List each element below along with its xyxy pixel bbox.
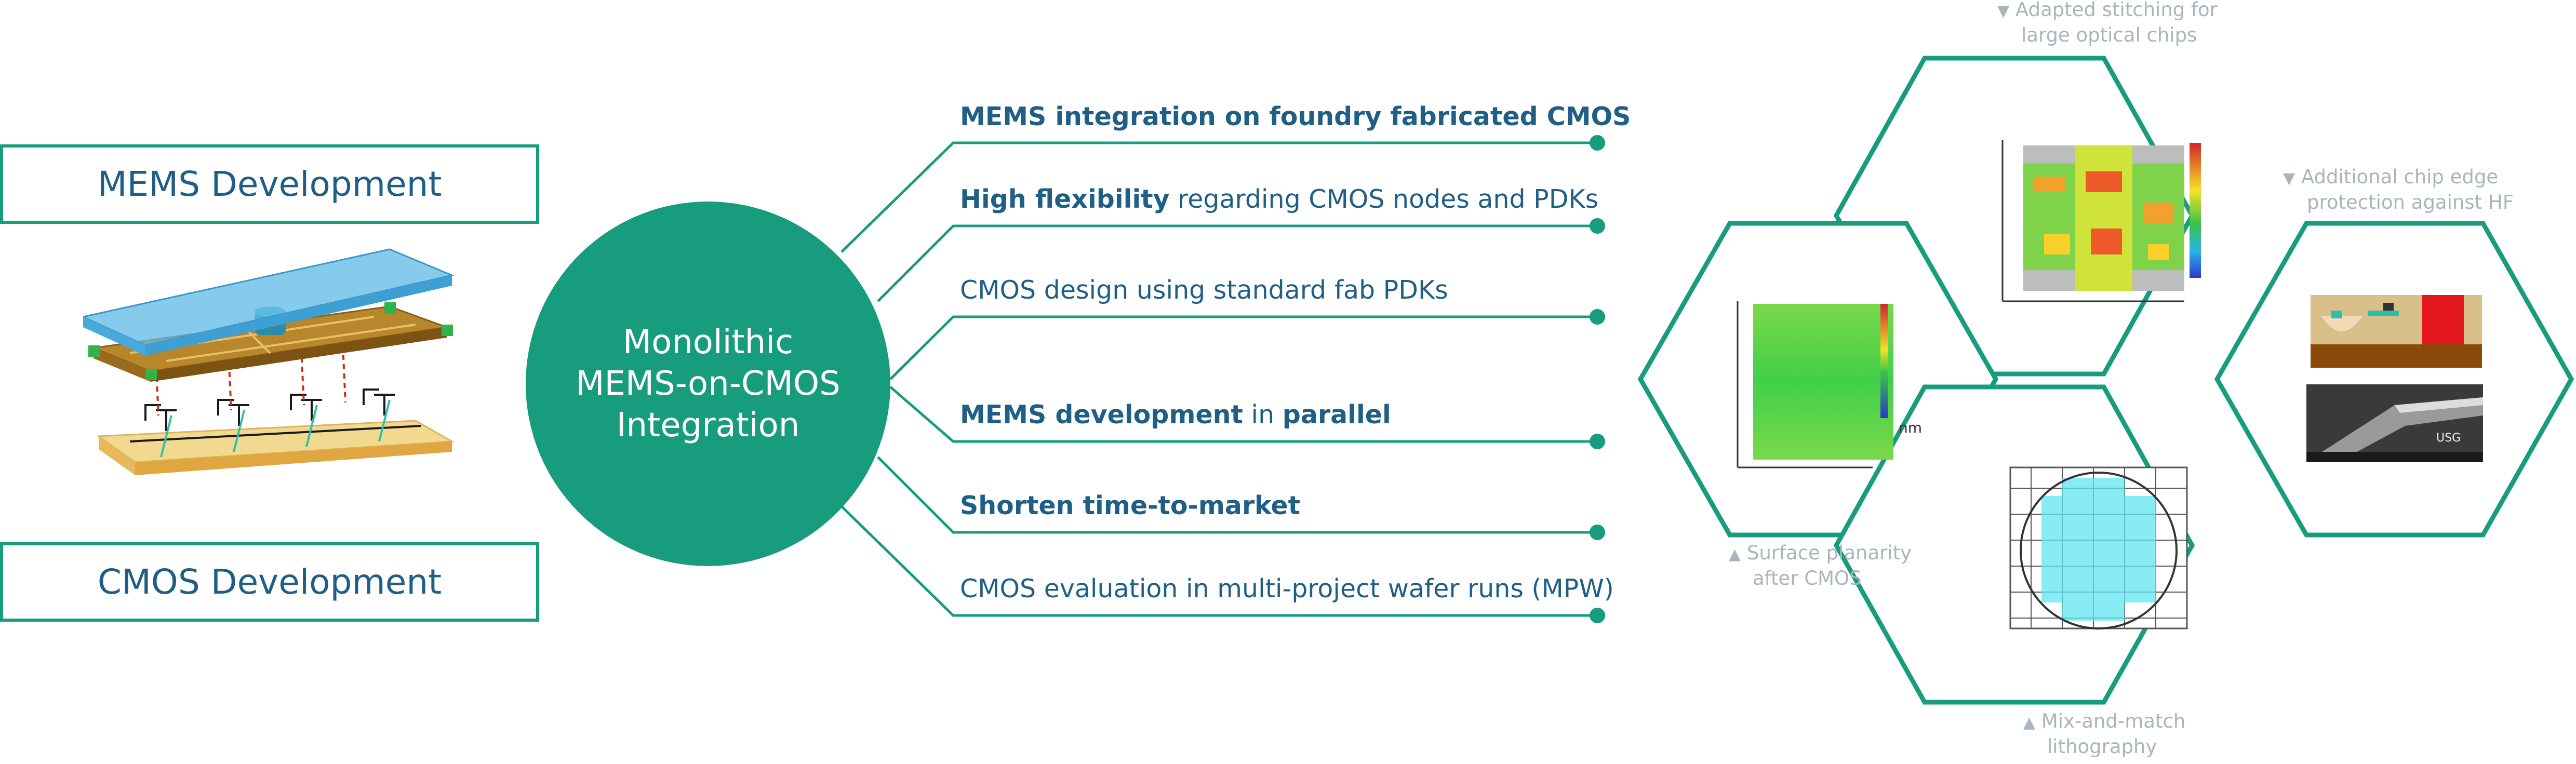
caption-planarity: ▲ Surface planarity after CMOS (1729, 542, 1912, 589)
triangle-down-icon: ▼ (1997, 2, 2010, 20)
sem-label: USG (2436, 432, 2461, 445)
triangle-up-icon: ▲ (2023, 714, 2036, 732)
feature-6: CMOS evaluation in multi-project wafer r… (960, 574, 1614, 604)
feature-4: MEMS development in parallel (960, 400, 1391, 430)
caption-lithography: ▲ Mix-and-match lithography (2023, 710, 2186, 758)
edge-cross-section (2311, 295, 2482, 368)
circle-line-3: Integration (616, 406, 800, 445)
stitching-heatmap (2001, 140, 2201, 302)
triangle-down-icon: ▼ (2283, 169, 2295, 187)
feature-1: MEMS integration on foundry fabricated C… (960, 102, 1631, 131)
planarity-map (1737, 301, 1893, 468)
triangle-up-icon: ▲ (1729, 545, 1741, 564)
mems-development-label: MEMS Development (97, 164, 442, 204)
cmos-development-box: CMOS Development (0, 542, 539, 622)
sem-image: USG (2306, 384, 2483, 462)
feature-2: High flexibility regarding CMOS nodes an… (960, 184, 1599, 214)
wafer-map (2009, 466, 2188, 629)
cmos-development-label: CMOS Development (97, 562, 442, 602)
caption-stitching: ▼ Adapted stitching for large optical ch… (1997, 0, 2218, 46)
circle-line-1: Monolithic (622, 323, 794, 361)
feature-5: Shorten time-to-market (960, 491, 1301, 520)
integration-circle: Monolithic MEMS-on-CMOS Integration (526, 202, 890, 566)
chip-stack-illustration (83, 248, 455, 475)
planarity-unit: nm (1899, 419, 1922, 436)
feature-3: CMOS design using standard fab PDKs (960, 275, 1448, 305)
hex-right (2214, 221, 2574, 538)
caption-edge: ▼ Additional chip edge protection agains… (2283, 166, 2514, 213)
mems-development-box: MEMS Development (0, 144, 539, 224)
circle-line-2: MEMS-on-CMOS (576, 365, 840, 403)
